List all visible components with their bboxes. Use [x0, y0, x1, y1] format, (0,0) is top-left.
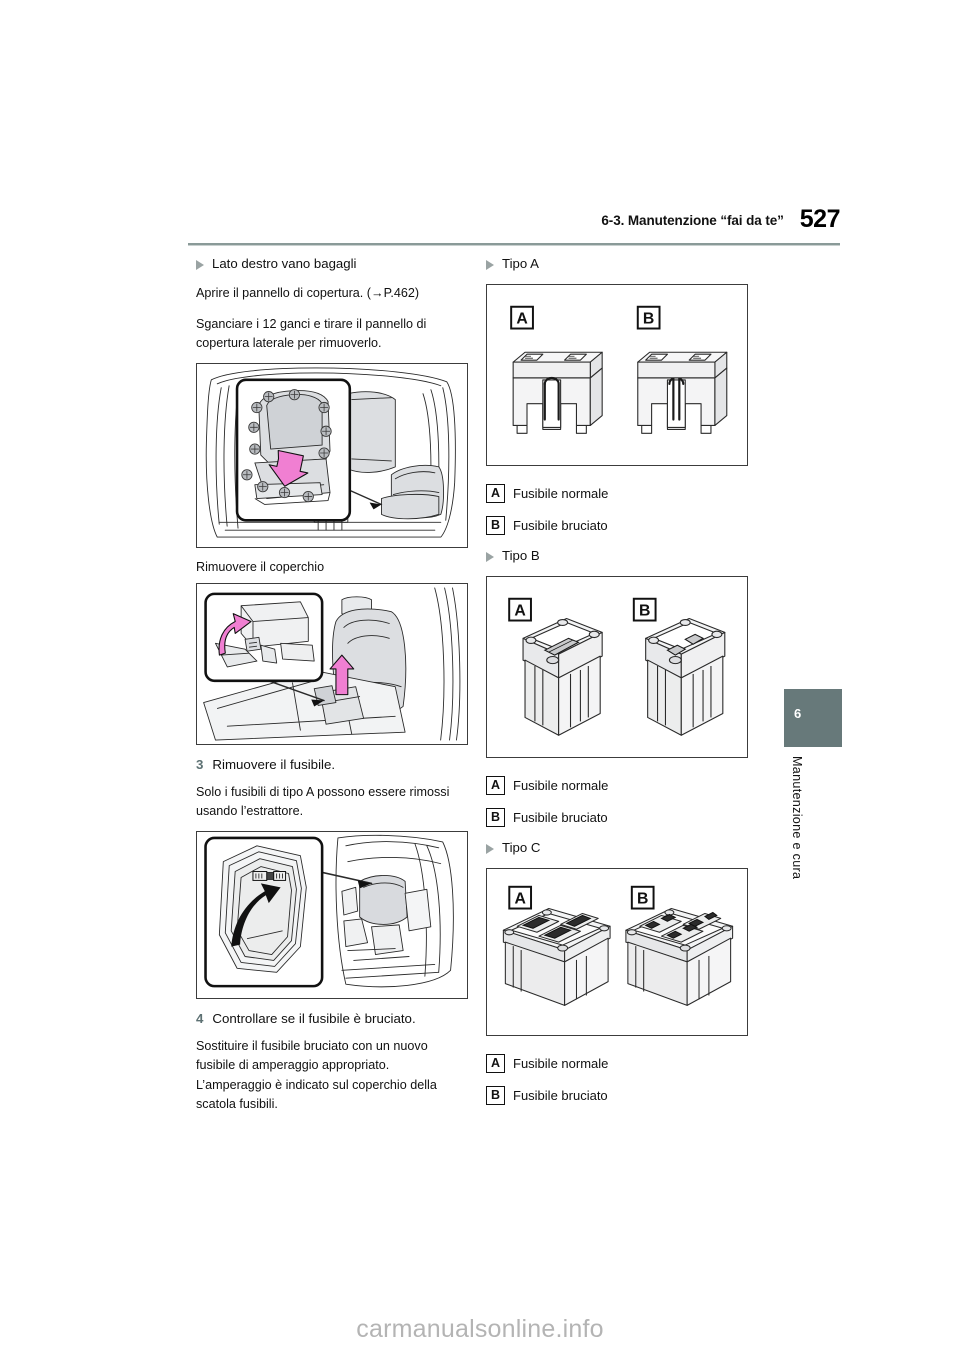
svg-text:B: B [643, 311, 654, 328]
legend-type-b-blown: B Fusibile bruciato [486, 808, 758, 827]
paragraph-release-clips: Sganciare i 12 ganci e tirare il pannell… [196, 316, 427, 351]
svg-text:A: A [516, 311, 527, 328]
legend-type-b-normal: A Fusibile normale [486, 776, 758, 795]
header-divider-rule [188, 243, 840, 246]
figure-luggage-compartment-trim-panel-clips [196, 362, 468, 548]
paragraph-type-a-puller: Solo i fusibili di tipo A possono essere… [196, 784, 450, 819]
figure-blade-fuse-comparison: A B [486, 284, 748, 466]
section-heading-type-b: Tipo B [486, 548, 758, 563]
step-3-number: 3 [196, 756, 204, 772]
legend-type-c-blown: B Fusibile bruciato [486, 1086, 758, 1105]
step-3-remove-fuse: 3 Rimuovere il fusibile. [196, 757, 468, 772]
svg-text:A: A [514, 603, 525, 620]
paragraph-replace-fuse: Sostituire il fusibile bruciato con un n… [196, 1038, 437, 1112]
legend-text-normal-fuse: Fusibile normale [513, 778, 609, 793]
header-section-title: 6-3. Manutenzione “fai da te” [601, 213, 784, 228]
triangle-bullet-icon [486, 844, 494, 854]
caption-remove-cover: Rimuovere il coperchio [196, 559, 325, 574]
page-header: 6-3. Manutenzione “fai da te” 527 [188, 205, 840, 239]
label-box-a: A [486, 1054, 505, 1073]
chapter-number: 6 [794, 706, 802, 721]
step-3-text: Rimuovere il fusibile. [212, 756, 336, 772]
figure-fuse-puller-location-in-lid [196, 830, 468, 999]
svg-text:A: A [514, 891, 525, 908]
figure-multi-fuse-block-comparison: A B [486, 868, 748, 1036]
step-4-check-fuse: 4 Controllare se il fusibile è bruciato. [196, 1011, 468, 1026]
section-heading-type-a: Tipo A [486, 256, 758, 271]
left-content-column: Lato destro vano bagagli Aprire il panne… [196, 256, 468, 1126]
section-heading-label: Lato destro vano bagagli [212, 256, 357, 271]
chapter-vertical-label: Manutenzione e cura [790, 756, 804, 880]
figure-fuse-box-cover-removal [196, 582, 468, 745]
section-heading-type-c: Tipo C [486, 840, 758, 855]
legend-text-normal-fuse: Fusibile normale [513, 1056, 609, 1071]
triangle-bullet-icon [196, 260, 204, 270]
label-box-b: B [486, 808, 505, 827]
right-content-column: Tipo A A B [486, 256, 758, 1118]
step-4-text: Controllare se il fusibile è bruciato. [212, 1010, 416, 1026]
label-box-b: B [486, 516, 505, 535]
legend-type-a-normal: A Fusibile normale [486, 484, 758, 503]
triangle-bullet-icon [486, 260, 494, 270]
type-b-label: Tipo B [502, 548, 540, 563]
label-box-b: B [486, 1086, 505, 1105]
site-watermark: carmanualsonline.info [356, 1315, 604, 1343]
svg-text:B: B [639, 603, 650, 620]
page-number: 527 [799, 205, 841, 233]
chapter-tab-marker: 6 [784, 689, 842, 747]
legend-text-blown-fuse: Fusibile bruciato [513, 810, 608, 825]
triangle-bullet-icon [486, 552, 494, 562]
legend-text-normal-fuse: Fusibile normale [513, 486, 609, 501]
step-4-number: 4 [196, 1010, 204, 1026]
type-c-label: Tipo C [502, 840, 541, 855]
section-heading-luggage-right-side: Lato destro vano bagagli [196, 256, 468, 271]
legend-text-blown-fuse: Fusibile bruciato [513, 1088, 608, 1103]
legend-type-a-blown: B Fusibile bruciato [486, 516, 758, 535]
paragraph-open-cover-panel: Aprire il pannello di copertura. (→P.462… [196, 286, 420, 300]
figure-cartridge-fuse-comparison: A B [486, 576, 748, 758]
legend-type-c-normal: A Fusibile normale [486, 1054, 758, 1073]
label-box-a: A [486, 484, 505, 503]
svg-text:B: B [637, 891, 648, 908]
legend-text-blown-fuse: Fusibile bruciato [513, 518, 608, 533]
type-a-label: Tipo A [502, 256, 539, 271]
label-box-a: A [486, 776, 505, 795]
